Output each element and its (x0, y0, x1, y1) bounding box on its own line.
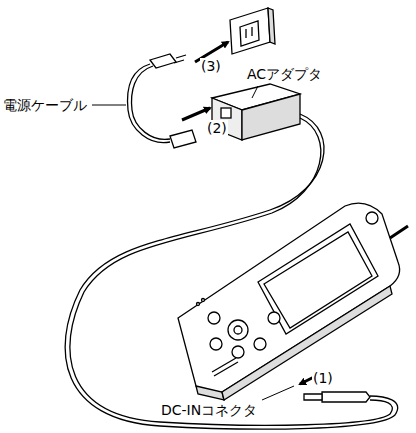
part-name: ACアダプタ (246, 66, 323, 82)
part-name: 電源ケーブル (2, 97, 88, 113)
callout-number: (1) (312, 370, 334, 386)
power-cable (128, 54, 196, 148)
callout-number: (2) (206, 120, 228, 136)
leader-line (262, 386, 294, 400)
pda-device (178, 203, 408, 400)
leader-line (252, 86, 258, 98)
insert-arrow (182, 108, 210, 120)
leader-line (92, 105, 126, 106)
dc-plug (304, 392, 370, 402)
wall-outlet (230, 8, 275, 54)
part-name: DC-INコネクタ (160, 402, 258, 418)
callout-number: (3) (200, 58, 222, 74)
